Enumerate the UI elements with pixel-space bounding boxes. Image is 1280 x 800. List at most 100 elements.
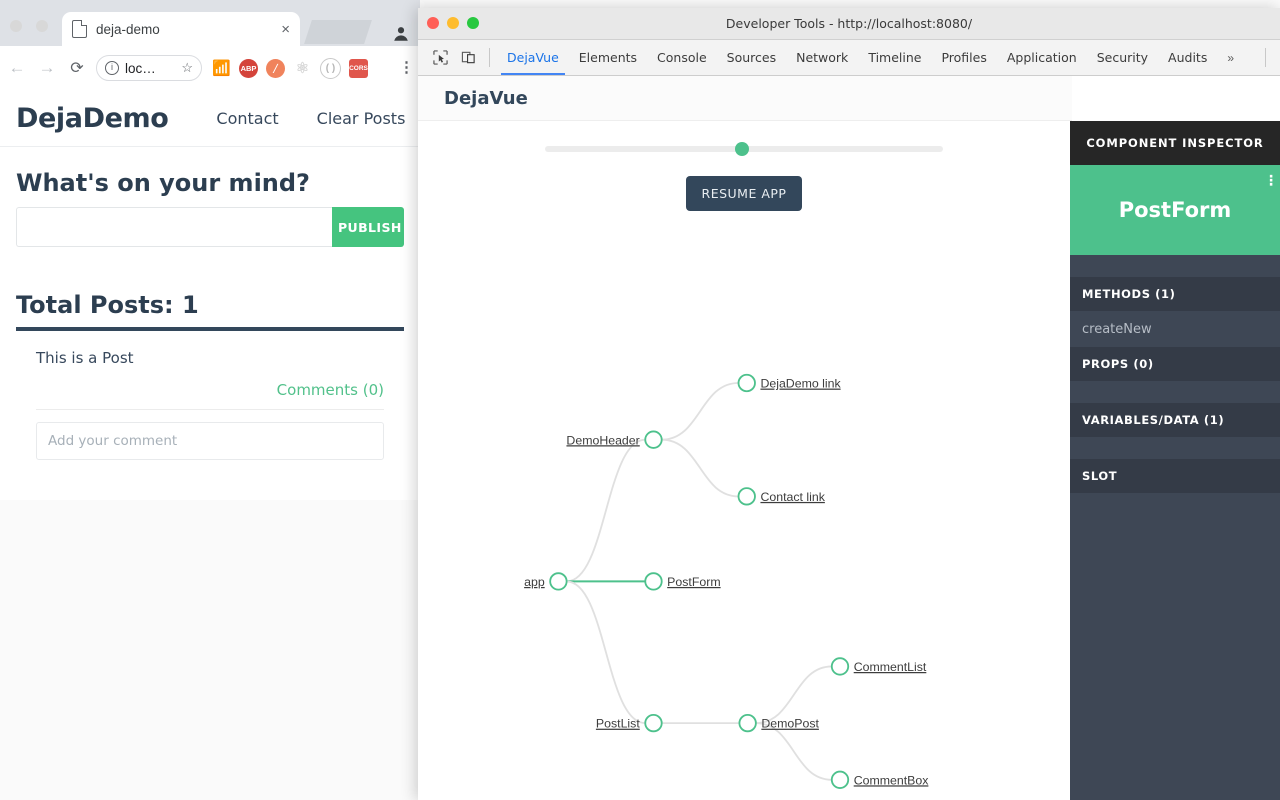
- inspector-component-name: PostForm: [1118, 198, 1232, 222]
- cast-icon[interactable]: 📶: [212, 60, 231, 77]
- tree-node-label: DemoPost: [761, 717, 819, 731]
- react-devtools-icon[interactable]: ⚛: [295, 60, 310, 77]
- tree-edge: [661, 438, 739, 498]
- tree-node-postform[interactable]: PostForm: [644, 572, 721, 591]
- cors-icon[interactable]: CORS: [349, 58, 368, 78]
- publish-button[interactable]: PUBLISH: [332, 207, 404, 247]
- tab-audits[interactable]: Audits: [1168, 50, 1208, 65]
- comment-input[interactable]: [36, 422, 384, 460]
- tree-node-circle[interactable]: [644, 713, 663, 733]
- chrome-close-button[interactable]: [10, 20, 22, 32]
- publish-row: PUBLISH: [16, 207, 404, 247]
- devtools-close-button[interactable]: [427, 17, 439, 29]
- tree-edges: [566, 382, 832, 781]
- reload-button[interactable]: ⟳: [70, 60, 84, 77]
- dejavue-controls: RESUME APP: [418, 121, 1070, 211]
- device-toolbar-icon[interactable]: [454, 40, 482, 75]
- chrome-browser-window: deja-demo × ← → ⟳ i loc… ☆ 📶 ABP ╱ ⚛ ( )…: [0, 0, 420, 800]
- tree-node-postlist[interactable]: PostList: [596, 713, 663, 733]
- devtools-window: Developer Tools - http://localhost:8080/…: [418, 8, 1280, 800]
- tree-node-circle[interactable]: [644, 572, 663, 591]
- inspector-gap: [1070, 437, 1280, 459]
- tree-node-contact-link[interactable]: Contact link: [737, 487, 826, 506]
- tree-edge: [566, 438, 646, 583]
- site-info-icon[interactable]: i: [105, 61, 119, 75]
- tree-node-demoheader[interactable]: DemoHeader: [566, 430, 663, 449]
- back-button[interactable]: ←: [8, 58, 26, 77]
- inspector-section-props[interactable]: PROPS (0): [1070, 347, 1280, 381]
- site-nav: Contact Clear Posts: [216, 109, 405, 128]
- timeline-slider-thumb[interactable]: [735, 142, 749, 156]
- address-bar[interactable]: i loc… ☆: [96, 55, 202, 81]
- page-document-icon: [72, 20, 87, 38]
- tab-close-icon[interactable]: ×: [281, 20, 290, 38]
- tree-node-label: CommentList: [854, 660, 927, 674]
- new-tab-button[interactable]: [304, 20, 372, 44]
- more-tabs-chevron-icon[interactable]: »: [1227, 50, 1235, 65]
- tree-node-label: DejaDemo link: [760, 377, 841, 391]
- inspector-section-methods[interactable]: METHODS (1): [1070, 277, 1280, 311]
- forward-button[interactable]: →: [38, 58, 56, 77]
- chrome-minimize-button[interactable]: [36, 20, 48, 32]
- adblock-plus-icon[interactable]: ABP: [239, 58, 258, 78]
- tab-title: deja-demo: [96, 21, 160, 37]
- tree-node-label: DemoHeader: [566, 433, 639, 447]
- tree-node-commentbox[interactable]: CommentBox: [830, 770, 930, 789]
- devtools-maximize-button[interactable]: [467, 17, 479, 29]
- post-text: This is a Post: [36, 349, 134, 367]
- tab-timeline[interactable]: Timeline: [868, 50, 922, 65]
- inspect-element-icon[interactable]: [426, 40, 454, 75]
- inspector-gap: [1070, 255, 1280, 277]
- tree-edge: [755, 722, 832, 781]
- tree-edge: [755, 665, 832, 725]
- post-card: This is a Post Comments (0): [16, 327, 404, 476]
- page-body: What's on your mind? PUBLISH Total Posts…: [0, 147, 420, 500]
- inspector-section-variables[interactable]: VARIABLES/DATA (1): [1070, 403, 1280, 437]
- browser-tab-deja-demo[interactable]: deja-demo ×: [62, 12, 300, 46]
- resume-app-button[interactable]: RESUME APP: [685, 176, 803, 211]
- timeline-slider[interactable]: [545, 142, 943, 156]
- tab-network[interactable]: Network: [796, 50, 849, 65]
- tab-security[interactable]: Security: [1096, 50, 1149, 65]
- devtools-tabbar: DejaVue Elements Console Sources Network…: [418, 40, 1280, 76]
- nav-link-contact[interactable]: Contact: [216, 108, 279, 128]
- inspector-title: COMPONENT INSPECTOR: [1070, 121, 1280, 165]
- tree-node-circle[interactable]: [737, 373, 756, 393]
- tab-sources[interactable]: Sources: [726, 50, 777, 65]
- tree-node-circle[interactable]: [737, 487, 756, 506]
- tab-console[interactable]: Console: [657, 50, 707, 65]
- inspector-section-slot[interactable]: SLOT: [1070, 459, 1280, 493]
- post-input[interactable]: [16, 207, 332, 247]
- chrome-menu-icon[interactable]: ⋮: [399, 60, 414, 75]
- orange-brush-icon[interactable]: ╱: [266, 58, 285, 78]
- tree-node-label: CommentBox: [854, 773, 930, 787]
- tree-node-demopost[interactable]: DemoPost: [738, 713, 819, 733]
- tree-node-circle[interactable]: [644, 430, 663, 449]
- devtools-minimize-button[interactable]: [447, 17, 459, 29]
- bookmark-star-icon[interactable]: ☆: [181, 60, 193, 75]
- tree-node-dejademo-link[interactable]: DejaDemo link: [737, 373, 842, 393]
- tab-application[interactable]: Application: [1006, 50, 1077, 65]
- nav-link-clear-posts[interactable]: Clear Posts: [316, 108, 406, 128]
- tree-node-app[interactable]: app: [524, 572, 568, 591]
- tree-node-circle[interactable]: [830, 770, 850, 789]
- tab-dejavue[interactable]: DejaVue: [497, 40, 569, 75]
- profile-avatar-icon[interactable]: [390, 22, 412, 44]
- inspector-kebab-menu-icon[interactable]: ⋮: [1264, 174, 1278, 188]
- tree-node-circle[interactable]: [830, 657, 850, 676]
- tree-node-circle[interactable]: [549, 572, 568, 591]
- brand-logo[interactable]: DejaDemo: [16, 102, 169, 134]
- tree-node-circle[interactable]: [738, 713, 757, 733]
- tree-node-label: Contact link: [760, 490, 825, 504]
- tab-elements[interactable]: Elements: [578, 50, 638, 65]
- inspector-method-item[interactable]: createNew: [1070, 311, 1280, 347]
- parens-icon[interactable]: ( ): [320, 57, 341, 79]
- divider: [36, 409, 384, 410]
- devtools-window-controls[interactable]: [427, 17, 479, 29]
- tree-node-commentlist[interactable]: CommentList: [830, 657, 927, 676]
- comments-toggle-link[interactable]: Comments (0): [276, 381, 384, 399]
- tab-profiles[interactable]: Profiles: [941, 50, 987, 65]
- devtools-window-title: Developer Tools - http://localhost:8080/: [725, 16, 973, 31]
